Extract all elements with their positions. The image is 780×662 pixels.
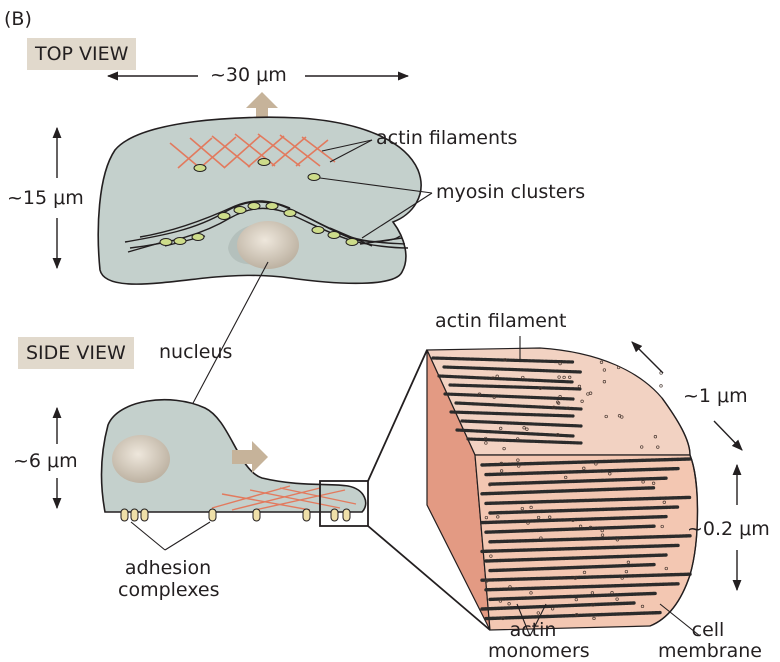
adhesion-label-line2: complexes — [118, 579, 218, 601]
top-width-label: ~30 μm — [210, 64, 287, 86]
cell-membrane-line2: membrane — [658, 640, 758, 662]
depth-arrow-top — [632, 342, 663, 373]
cell-membrane-line1: cell — [658, 619, 758, 641]
adhesion-leader-lines — [131, 522, 210, 550]
actin-filaments-label: actin filaments — [376, 127, 517, 149]
nucleus-label: nucleus — [159, 341, 232, 363]
depth-label: ~1 μm — [683, 385, 748, 407]
adhesion-label-line1: adhesion — [118, 557, 218, 579]
panel-label: (B) — [4, 8, 32, 30]
side-nucleus — [112, 435, 170, 483]
depth-arrow-bottom — [714, 421, 742, 450]
side-view-title: SIDE VIEW — [18, 337, 134, 369]
side-height-label: ~6 μm — [13, 450, 78, 472]
actin-monomers-line1: actin — [488, 619, 578, 641]
actin-filament-label: actin filament — [435, 310, 566, 332]
top-view-title: TOP VIEW — [27, 38, 136, 70]
actin-monomers-line2: monomers — [488, 640, 578, 662]
zoom-line-top — [368, 350, 427, 481]
myosin-clusters-label: myosin clusters — [436, 181, 585, 203]
top-height-label: ~15 μm — [7, 187, 84, 209]
top-nucleus — [237, 221, 299, 269]
top-movement-arrow — [246, 92, 278, 118]
thickness-label: ~0.2 μm — [687, 518, 770, 540]
